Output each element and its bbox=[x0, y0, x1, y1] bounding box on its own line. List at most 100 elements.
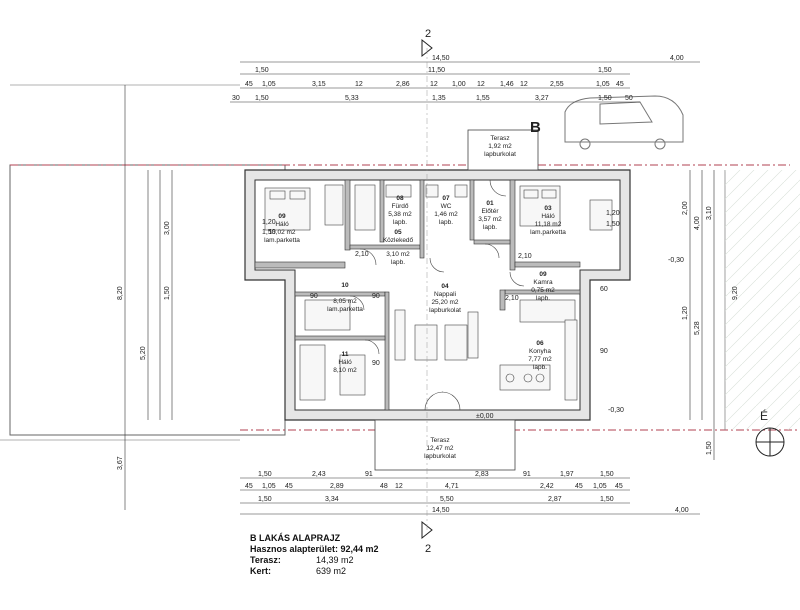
dim-top-r1-0: 14,50 bbox=[432, 55, 450, 62]
dim-left-1: 5,20 bbox=[140, 346, 147, 360]
room-area: 1,46 m2 bbox=[434, 211, 458, 218]
room-num: 06 bbox=[536, 340, 544, 347]
dim-right-5: 9,20 bbox=[732, 286, 739, 300]
room-floor: lapb. bbox=[391, 259, 405, 266]
dim-right-1: 4,00 bbox=[694, 216, 701, 230]
dim-bot-r4-0: 14,50 bbox=[432, 507, 450, 514]
bottom-dimensions bbox=[240, 477, 700, 515]
dim-bot-r1-5: 1,97 bbox=[560, 471, 574, 478]
room-name: Háló bbox=[338, 359, 352, 366]
dim-top-r1-1: 4,00 bbox=[670, 55, 684, 62]
room-area: 13,02 m2 bbox=[268, 229, 295, 236]
misc-dim: 2,10 bbox=[518, 253, 532, 260]
dim-bot-r2-0: 45 bbox=[245, 483, 253, 490]
furniture bbox=[264, 184, 613, 401]
level-marks: -0,30 ±0,00 -0,30 bbox=[476, 257, 684, 420]
room-area: 11,18 m2 bbox=[535, 221, 562, 228]
terrace-name: Terasz bbox=[490, 135, 509, 142]
dim-right-3: 1,20 bbox=[682, 306, 689, 320]
dim-bot-r3-2: 5,50 bbox=[440, 496, 454, 503]
misc-dim: 1,50 bbox=[262, 229, 276, 236]
caption-terrace-label: Terasz: bbox=[250, 555, 281, 565]
terrace-area: 12,47 m2 bbox=[426, 445, 453, 452]
plot-boundary bbox=[0, 84, 800, 441]
dim-bot-r1-3: 2,83 bbox=[475, 471, 489, 478]
dim-bot-r2-9: 1,05 bbox=[593, 483, 607, 490]
room-name: Nappali bbox=[434, 291, 456, 298]
dim-top-r2-2: 1,50 bbox=[598, 67, 612, 74]
dim-top-r4-1: 1,50 bbox=[255, 95, 269, 102]
room-num: 01 bbox=[486, 200, 494, 207]
dim-top-r4-7: 50 bbox=[625, 95, 633, 102]
dim-bot-r3-0: 1,50 bbox=[258, 496, 272, 503]
dim-bot-r2-5: 12 bbox=[395, 483, 403, 490]
dim-bot-r2-6: 4,71 bbox=[445, 483, 459, 490]
dim-top-r3-3: 12 bbox=[355, 81, 363, 88]
room-num: 03 bbox=[544, 205, 552, 212]
room-name: Közlekedő bbox=[383, 237, 414, 244]
dim-left-3: 1,50 bbox=[164, 286, 171, 300]
caption-useful-area: Hasznos alapterület: 92,44 m2 bbox=[250, 544, 379, 554]
dim-top-r4-6: 1,50 bbox=[598, 95, 612, 102]
room-area: 0,75 m2 bbox=[531, 287, 555, 294]
dim-top-r4-4: 1,55 bbox=[476, 95, 490, 102]
level-0: -0,30 bbox=[668, 257, 684, 264]
misc-dim: 90 bbox=[310, 293, 318, 300]
dim-top-r4-0: 30 bbox=[232, 95, 240, 102]
dim-bot-r3-4: 1,50 bbox=[600, 496, 614, 503]
dim-bot-r2-3: 2,89 bbox=[330, 483, 344, 490]
dim-bot-r2-7: 2,42 bbox=[540, 483, 554, 490]
room-num: 09 bbox=[539, 271, 547, 278]
room-floor: lam.parketta bbox=[530, 229, 566, 236]
misc-dim: 90 bbox=[600, 348, 608, 355]
room-name: Előtér bbox=[482, 208, 500, 215]
room-floor: lam.parketta bbox=[264, 237, 300, 244]
misc-dim: 1,20 bbox=[262, 219, 276, 226]
room-num: 09 bbox=[278, 213, 286, 220]
room-num: 10 bbox=[341, 282, 349, 289]
room-floor: lam.parketta bbox=[327, 306, 363, 313]
dim-top-r3-9: 12 bbox=[520, 81, 528, 88]
dim-bot-r2-8: 45 bbox=[575, 483, 583, 490]
room-name: Háló bbox=[541, 213, 555, 220]
dim-top-r4-5: 3,27 bbox=[535, 95, 549, 102]
misc-dimensions: 1,20 1,50 1,20 1,50 2,10 2,10 90 90 60 9… bbox=[262, 210, 620, 367]
doors bbox=[349, 179, 525, 411]
side-dimensions bbox=[124, 85, 715, 510]
room-num: 04 bbox=[441, 283, 449, 290]
dim-bot-r1-2: 91 bbox=[365, 471, 373, 478]
dim-right-2: 3,10 bbox=[706, 206, 713, 220]
room-num: 05 bbox=[394, 229, 402, 236]
misc-dim: 2,10 bbox=[355, 251, 369, 258]
room-name: Kamra bbox=[533, 279, 553, 286]
room-area: 3,57 m2 bbox=[478, 216, 502, 223]
internal-walls bbox=[254, 179, 581, 411]
room-name: WC bbox=[441, 203, 452, 210]
room-floor: lapburkolat bbox=[429, 307, 461, 314]
misc-dim: 60 bbox=[600, 286, 608, 293]
car-outline bbox=[564, 95, 684, 150]
section-mark-bottom: 2 bbox=[425, 543, 431, 555]
terrace-floor: lapburkolat bbox=[424, 453, 456, 460]
compass-icon: É bbox=[755, 408, 785, 457]
caption-garden-row: Kert: 639 m2 bbox=[250, 566, 379, 577]
room-area: 8,10 m2 bbox=[333, 367, 357, 374]
dim-bot-r3-3: 2,87 bbox=[548, 496, 562, 503]
dim-top-r3-0: 45 bbox=[245, 81, 253, 88]
dim-bot-r1-1: 2,43 bbox=[312, 471, 326, 478]
terrace-floor: lapburkolat bbox=[484, 151, 516, 158]
caption-terrace-row: Terasz: 14,39 m2 bbox=[250, 555, 379, 566]
room-name: Konyha bbox=[529, 348, 551, 355]
dim-right-4: 5,28 bbox=[694, 321, 701, 335]
dim-top-r2-0: 1,50 bbox=[255, 67, 269, 74]
room-floor: lapb. bbox=[483, 224, 497, 231]
terrace-name: Terasz bbox=[430, 437, 449, 444]
room-floor: lapb. bbox=[393, 219, 407, 226]
room-num: 08 bbox=[396, 195, 404, 202]
dim-left-0: 8,20 bbox=[117, 286, 124, 300]
top-dimension-labels: 14,50 4,00 1,50 11,50 1,50 45 1,05 3,15 … bbox=[232, 55, 684, 102]
dim-top-r3-4: 2,86 bbox=[396, 81, 410, 88]
terraces bbox=[374, 129, 539, 471]
dim-top-r3-7: 12 bbox=[477, 81, 485, 88]
